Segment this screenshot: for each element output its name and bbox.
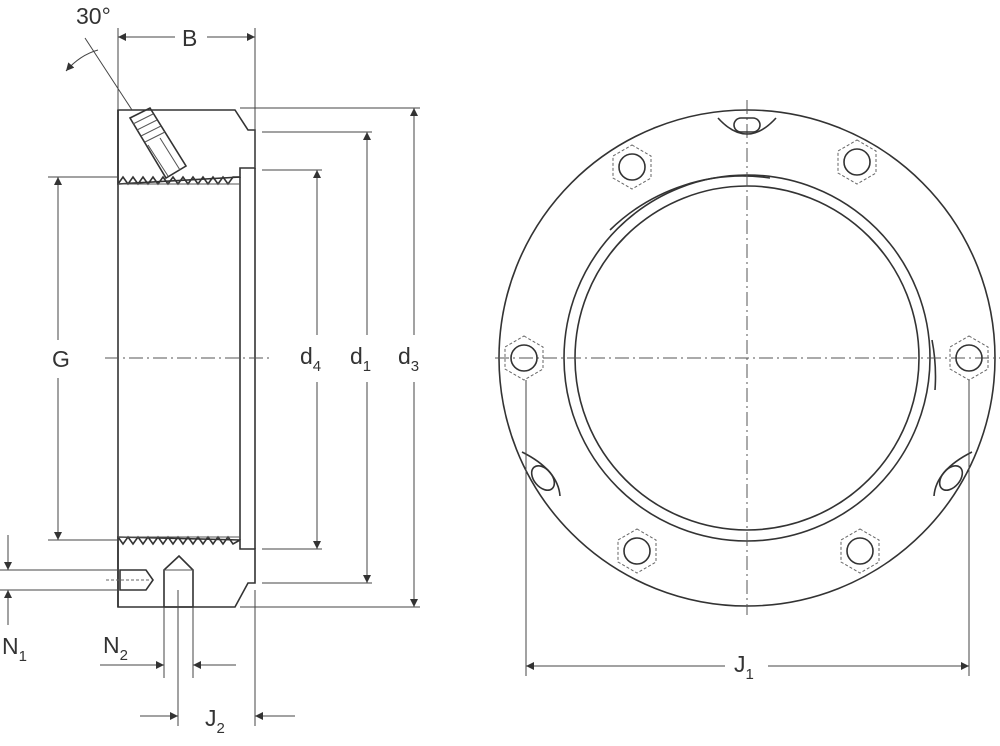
j1-label: J1	[734, 651, 754, 683]
section-bottom	[117, 536, 256, 608]
front-view	[495, 100, 1000, 676]
d4-label: d4	[300, 343, 321, 375]
n1-label: N1	[2, 633, 27, 665]
d1-label: d1	[350, 343, 371, 375]
thread-bottom	[117, 535, 241, 546]
section-view	[105, 106, 270, 608]
g-label: G	[52, 346, 70, 372]
angle-label: 30°	[76, 3, 111, 29]
bottom-holes	[106, 554, 194, 608]
dimension-lines	[0, 28, 420, 726]
n2-label: N2	[103, 632, 128, 664]
lower-right-slot	[933, 451, 973, 497]
locking-screw	[128, 106, 188, 180]
lower-left-slot	[521, 451, 561, 497]
top-slot	[717, 117, 777, 135]
b-label: B	[182, 25, 197, 51]
d3-label: d3	[398, 343, 419, 375]
j2-label: J2	[205, 705, 225, 737]
